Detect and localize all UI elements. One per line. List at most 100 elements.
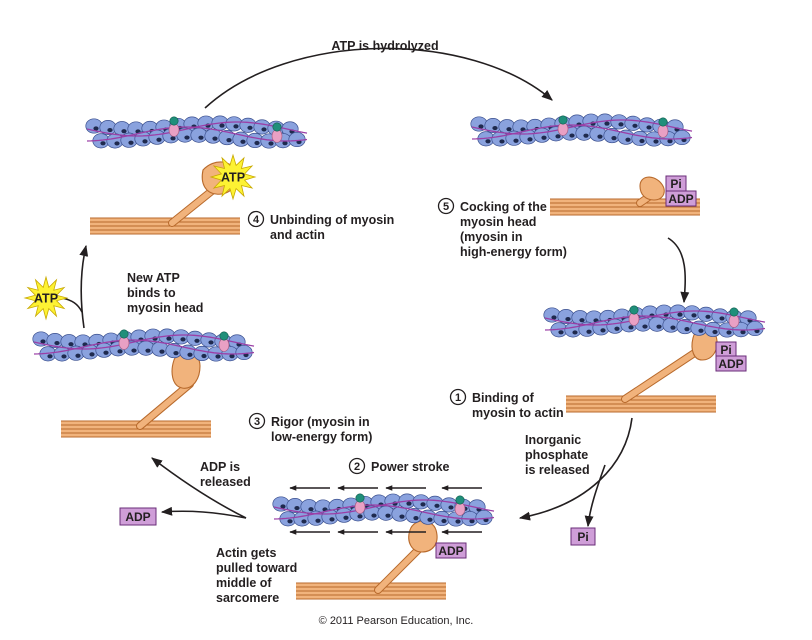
cycle-arrow-right-upper: [667, 237, 690, 304]
troponin-c-sphere: [729, 307, 739, 317]
thick-filament-step3: [61, 420, 211, 438]
actin-pulled-line-4: sarcomere: [216, 591, 279, 605]
thick-filament-step2: [296, 582, 446, 600]
actin-binding-site: [399, 514, 405, 519]
actin-binding-site: [551, 315, 557, 320]
adp-pill-step2-box: [435, 542, 467, 559]
actin-binding-site: [653, 139, 659, 144]
actin-binding-site: [240, 139, 246, 144]
actin-binding-site: [343, 515, 349, 520]
actin-binding-site: [541, 135, 547, 140]
actin-binding-site: [261, 127, 267, 132]
actin-binding-site: [569, 133, 575, 138]
actin-binding-site: [131, 348, 137, 353]
adp-release-arrow: [160, 506, 247, 519]
actin-binding-site: [47, 354, 53, 359]
actin-binding-site: [583, 133, 589, 138]
actin-binding-site: [586, 329, 592, 334]
adp-pill-step1: ADP: [715, 355, 747, 372]
actin-binding-site: [600, 328, 606, 333]
troponin-c-sphere: [355, 493, 365, 503]
atp-star-step4: ATP: [209, 153, 257, 201]
new-atp-line-2: binds to: [127, 286, 176, 300]
actin-pulled-line-3: middle of: [216, 576, 272, 590]
actin-binding-site: [233, 124, 239, 129]
new-atp-line-1: New ATP: [127, 271, 180, 285]
actin-binding-site: [670, 325, 676, 330]
actin-binding-site: [740, 330, 746, 335]
adp-pill-step1-box: [715, 355, 747, 372]
actin-filament-step1: [543, 304, 766, 338]
actin-binding-site: [100, 141, 106, 146]
actin-binding-site: [173, 351, 179, 356]
step-5-line-2: myosin head: [460, 215, 536, 229]
tropomyosin-strand: [273, 504, 495, 520]
step-1-line-2: myosin to actin: [472, 406, 564, 420]
actin-binding-site: [371, 513, 377, 518]
step-4-line-2: and actin: [270, 228, 325, 242]
pi-pill-step1-text: Pi: [720, 343, 731, 357]
released-adp-pill: ADP: [119, 507, 157, 526]
actin-binding-site: [558, 330, 564, 335]
actin-binding-site: [572, 330, 578, 335]
actin-binding-site: [294, 505, 300, 511]
actin-binding-site: [478, 124, 484, 129]
step-1-label: 1 Binding of myosin to actin: [449, 388, 564, 420]
actin-binding-site: [642, 324, 648, 329]
actin-binding-site: [40, 339, 46, 344]
new-atp-label: New ATP binds to myosin head: [127, 271, 203, 315]
step-2-number-circle: [348, 457, 366, 475]
actin-binding-site: [166, 336, 172, 341]
step-1-number-circle: [449, 388, 467, 406]
pi-release-arrow: [584, 464, 606, 528]
actin-binding-site: [677, 312, 683, 317]
actin-binding-site: [194, 338, 200, 343]
step-4-line-1: Unbinding of myosin: [270, 213, 394, 227]
actin-binding-site: [187, 352, 193, 357]
tropomyosin-strand: [86, 126, 308, 142]
pi-released-line-3: is released: [525, 463, 590, 477]
actin-binding-site: [441, 518, 447, 524]
actin-binding-site: [712, 329, 718, 335]
actin-binding-site: [565, 316, 571, 322]
troponin-c-sphere: [119, 329, 129, 339]
troponin-c-sphere: [219, 331, 229, 341]
thick-filament-step1: [566, 395, 716, 413]
actin-binding-site: [527, 137, 533, 142]
step-2-label: 2 Power stroke: [348, 457, 450, 475]
actin-binding-site: [579, 318, 585, 323]
adp-pill-step1-text: ADP: [718, 357, 743, 371]
actin-binding-site: [656, 324, 662, 329]
troponin-step1-a: [628, 305, 640, 326]
pi-released-label: Inorganic phosphate is released: [525, 433, 590, 477]
atp-starburst: [23, 275, 69, 321]
cycle-arrow-left: [79, 244, 89, 329]
actin-binding-site: [406, 501, 412, 506]
actin-binding-site: [308, 507, 314, 512]
adp-released-line-2: released: [200, 475, 251, 489]
adp-pill-step2: ADP: [435, 542, 467, 559]
tropomyosin-strand: [544, 315, 766, 331]
actin-binding-site: [180, 337, 186, 342]
adp-pill-step2-text: ADP: [438, 544, 463, 558]
actin-binding-site: [229, 354, 235, 359]
pi-pill-step5: Pi: [665, 175, 687, 192]
step-5-number: 5: [443, 201, 449, 213]
actin-binding-site: [145, 348, 151, 353]
atp-starburst: [209, 153, 257, 201]
myosin-head-step2: [408, 520, 438, 553]
actin-binding-site: [614, 326, 620, 331]
actin-binding-site: [639, 138, 645, 144]
actin-binding-site: [117, 349, 123, 354]
actin-binding-site: [329, 517, 335, 522]
adp-pill-step5-text: ADP: [668, 192, 693, 206]
actin-binding-site: [448, 505, 454, 510]
actin-binding-site: [184, 135, 190, 140]
step-5-line-4: high-energy form): [460, 245, 567, 259]
actin-binding-site: [555, 134, 561, 139]
actin-binding-site: [646, 125, 652, 130]
actin-binding-site: [156, 137, 162, 142]
step-5-number-circle: [437, 197, 455, 215]
